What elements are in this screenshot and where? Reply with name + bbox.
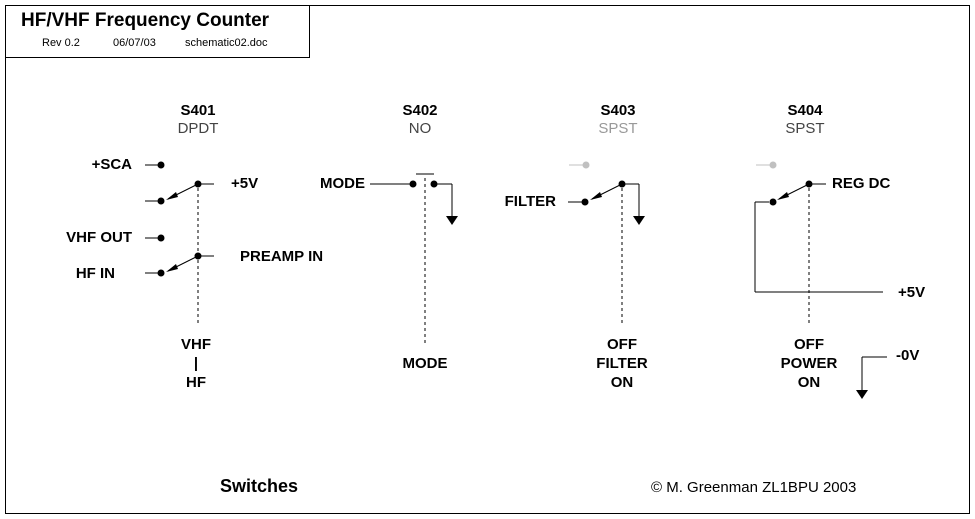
s403-position-on: ON: [610, 374, 634, 391]
s402-terminal-mode: MODE: [320, 175, 365, 192]
s403-terminal-filter: FILTER: [504, 193, 556, 210]
s401-terminal-preamp-in: PREAMP IN: [240, 248, 324, 265]
filename-label: schematic02.doc: [185, 37, 268, 49]
title-block-border: [5, 5, 310, 58]
section-title: Switches: [220, 476, 299, 496]
s401-terminal-vhf-out: VHF OUT: [66, 229, 132, 246]
page-title: HF/VHF Frequency Counter: [21, 10, 270, 31]
s403-name: S403: [600, 102, 636, 119]
s404-name: S404: [787, 102, 823, 119]
s401-type: DPDT: [177, 120, 219, 137]
page-border: [5, 5, 970, 514]
s401-position-separator: |: [193, 355, 199, 372]
s401-name: S401: [180, 102, 216, 119]
s401-position-vhf: VHF: [181, 336, 211, 353]
s402-type: NO: [408, 120, 432, 137]
switch-s403-symbol: [568, 161, 645, 325]
revision-label: Rev 0.2: [42, 37, 80, 49]
s403-position-filter: FILTER: [596, 355, 648, 372]
s402-name: S402: [402, 102, 438, 119]
switch-s404-symbol: [754, 161, 887, 399]
s403-position-off: OFF: [607, 336, 637, 353]
s403-type: SPST: [598, 120, 638, 137]
s401-terminal-hf-in: HF IN: [75, 265, 115, 282]
s401-terminal-5v: +5V: [231, 175, 259, 192]
date-label: 06/07/03: [113, 37, 156, 49]
s404-position-on: ON: [797, 374, 821, 391]
s404-position-off: OFF: [794, 336, 824, 353]
s402-position-mode: MODE: [402, 355, 448, 372]
s404-terminal-0v: -0V: [896, 347, 920, 364]
s401-terminal-sca: +SCA: [91, 156, 132, 173]
s404-terminal-5v: +5V: [898, 284, 926, 301]
s404-type: SPST: [785, 120, 825, 137]
s401-position-hf: HF: [186, 374, 206, 391]
switch-s401-symbol: [145, 161, 214, 325]
switch-s402-symbol: [370, 173, 458, 345]
s404-position-power: POWER: [780, 355, 838, 372]
copyright-notice: © M. Greenman ZL1BPU 2003: [651, 479, 857, 496]
s404-terminal-reg-dc: REG DC: [832, 175, 891, 192]
